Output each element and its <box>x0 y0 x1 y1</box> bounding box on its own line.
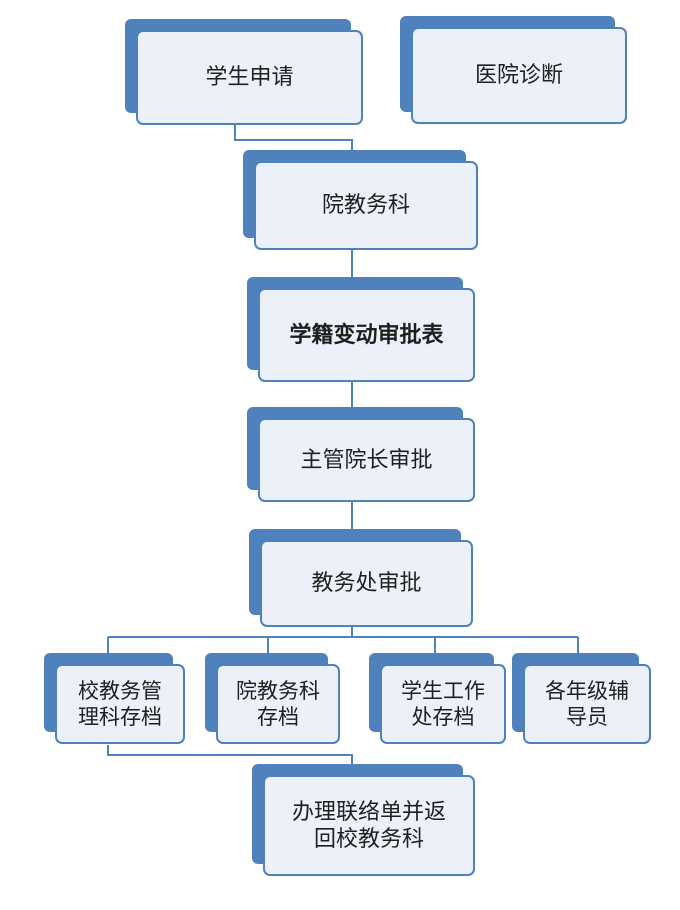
node-label: 学籍变动审批表 <box>289 322 444 348</box>
node-student-apply: 学生申请 <box>125 19 363 125</box>
node-label: 学生工作 处存档 <box>401 679 485 729</box>
node-label: 教务处审批 <box>311 571 422 596</box>
node-academic-affairs-approval: 教务处审批 <box>249 529 473 627</box>
node-college-academic-archive: 院教务科 存档 <box>205 653 340 744</box>
node-label: 主管院长审批 <box>300 447 433 473</box>
node-college-academic-office: 院教务科 <box>243 150 478 250</box>
node-box: 院教务科 <box>254 161 478 250</box>
node-status-change-form: 学籍变动审批表 <box>247 277 475 382</box>
node-school-academic-archive: 校教务管 理科存档 <box>44 653 185 744</box>
node-label: 院教务科 <box>321 193 410 218</box>
connector-archive-to-return <box>107 745 353 768</box>
node-box: 校教务管 理科存档 <box>55 664 185 744</box>
node-hospital-diagnosis: 医院诊断 <box>400 16 627 124</box>
node-label: 医院诊断 <box>474 63 563 88</box>
node-grade-counselors: 各年级辅 导员 <box>512 653 651 744</box>
node-box: 学生申请 <box>136 30 363 125</box>
node-box: 医院诊断 <box>411 27 627 124</box>
node-contact-form-return: 办理联络单并返 回校教务科 <box>252 764 475 876</box>
node-box: 教务处审批 <box>260 540 473 627</box>
node-box: 学籍变动审批表 <box>258 288 475 382</box>
node-box: 各年级辅 导员 <box>523 664 651 744</box>
node-dean-approval: 主管院长审批 <box>247 407 475 502</box>
node-label: 学生申请 <box>205 65 294 90</box>
node-label: 各年级辅 导员 <box>545 679 629 729</box>
node-label: 校教务管 理科存档 <box>78 679 162 729</box>
node-box: 主管院长审批 <box>258 418 475 502</box>
node-student-affairs-archive: 学生工作 处存档 <box>369 653 506 744</box>
node-label: 办理联络单并返 回校教务科 <box>291 799 446 852</box>
node-box: 学生工作 处存档 <box>380 664 506 744</box>
node-box: 院教务科 存档 <box>216 664 340 744</box>
node-label: 院教务科 存档 <box>236 679 320 729</box>
node-box: 办理联络单并返 回校教务科 <box>263 775 475 876</box>
